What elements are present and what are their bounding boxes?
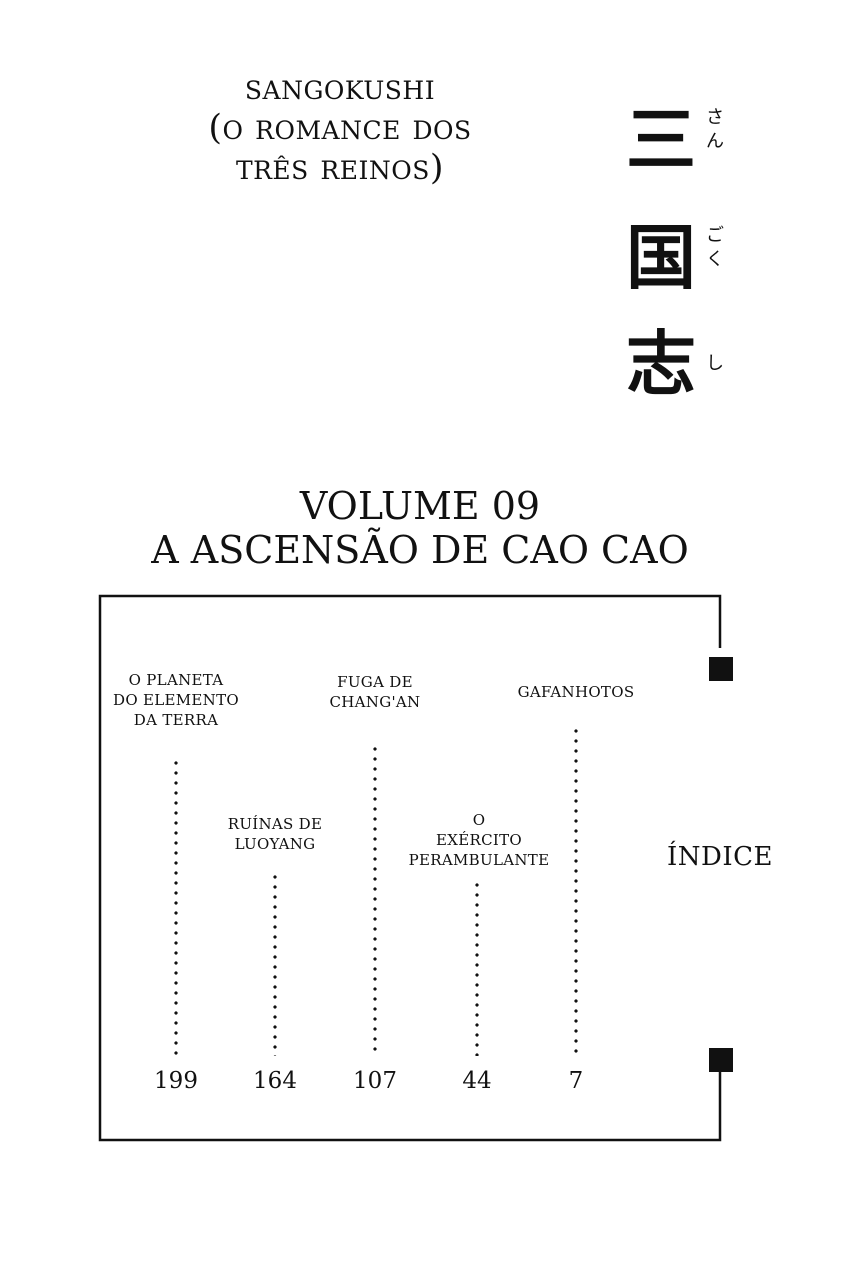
- chapter-leader-dots: [373, 744, 377, 1056]
- kanji-goku: 国 ごく: [620, 218, 730, 298]
- series-title-line-3: TRÊS REINOS): [235, 148, 445, 188]
- chapter-leader-dots: [273, 872, 277, 1056]
- kanji-goku-ruby: ごく: [706, 225, 724, 270]
- chapter-leader-dots: [574, 726, 578, 1056]
- volume-subtitle: A ASCENSÃO DE CAO CAO: [151, 528, 689, 572]
- series-title-line-2: (O ROMANCE DOS: [208, 108, 472, 148]
- chapter-page-number[interactable]: 7: [568, 1068, 584, 1094]
- kanji-san-char: 三: [626, 99, 696, 181]
- index-label: ÍNDICE: [666, 842, 773, 872]
- kanji-shi-ruby: し: [706, 353, 724, 374]
- chapter-title-gafanhotos[interactable]: GAFANHOTOS: [517, 683, 635, 701]
- chapter-title-ruinas-de-luoyang[interactable]: RUÍNAS DE LUOYANG: [227, 815, 323, 853]
- kanji-shi-char: 志: [626, 323, 696, 405]
- chapter-title-fuga-de-changan[interactable]: FUGA DE CHANG'AN: [329, 673, 421, 711]
- kanji-goku-char: 国: [626, 217, 696, 299]
- kanji-san-ruby: さん: [706, 107, 724, 152]
- frame-square-top: [709, 657, 733, 681]
- chapter-page-number[interactable]: 44: [462, 1068, 492, 1094]
- chapter-page-number[interactable]: 107: [353, 1068, 397, 1094]
- chapter-leader-dots: [475, 880, 479, 1056]
- chapter-page-number[interactable]: 199: [154, 1068, 198, 1094]
- kanji-san: 三 さん: [620, 100, 730, 180]
- volume-title: VOLUME 09 A ASCENSÃO DE CAO CAO: [120, 484, 720, 572]
- chapter-title-exercito-perambulante[interactable]: O EXÉRCITO PERAMBULANTE: [408, 811, 550, 869]
- chapter-leader-dots: [174, 758, 178, 1056]
- volume-number: VOLUME 09: [299, 484, 541, 528]
- frame-square-bottom: [709, 1048, 733, 1072]
- frame-border: [98, 594, 722, 1142]
- chapter-title-planeta-elemento-terra[interactable]: O PLANETA DO ELEMENTO DA TERRA: [113, 671, 239, 729]
- kanji-shi: 志 し: [620, 324, 730, 404]
- series-title: SANGOKUSHI (O ROMANCE DOS TRÊS REINOS): [120, 68, 560, 188]
- chapter-page-number[interactable]: 164: [253, 1068, 297, 1094]
- series-title-line-1: SANGOKUSHI: [244, 68, 436, 108]
